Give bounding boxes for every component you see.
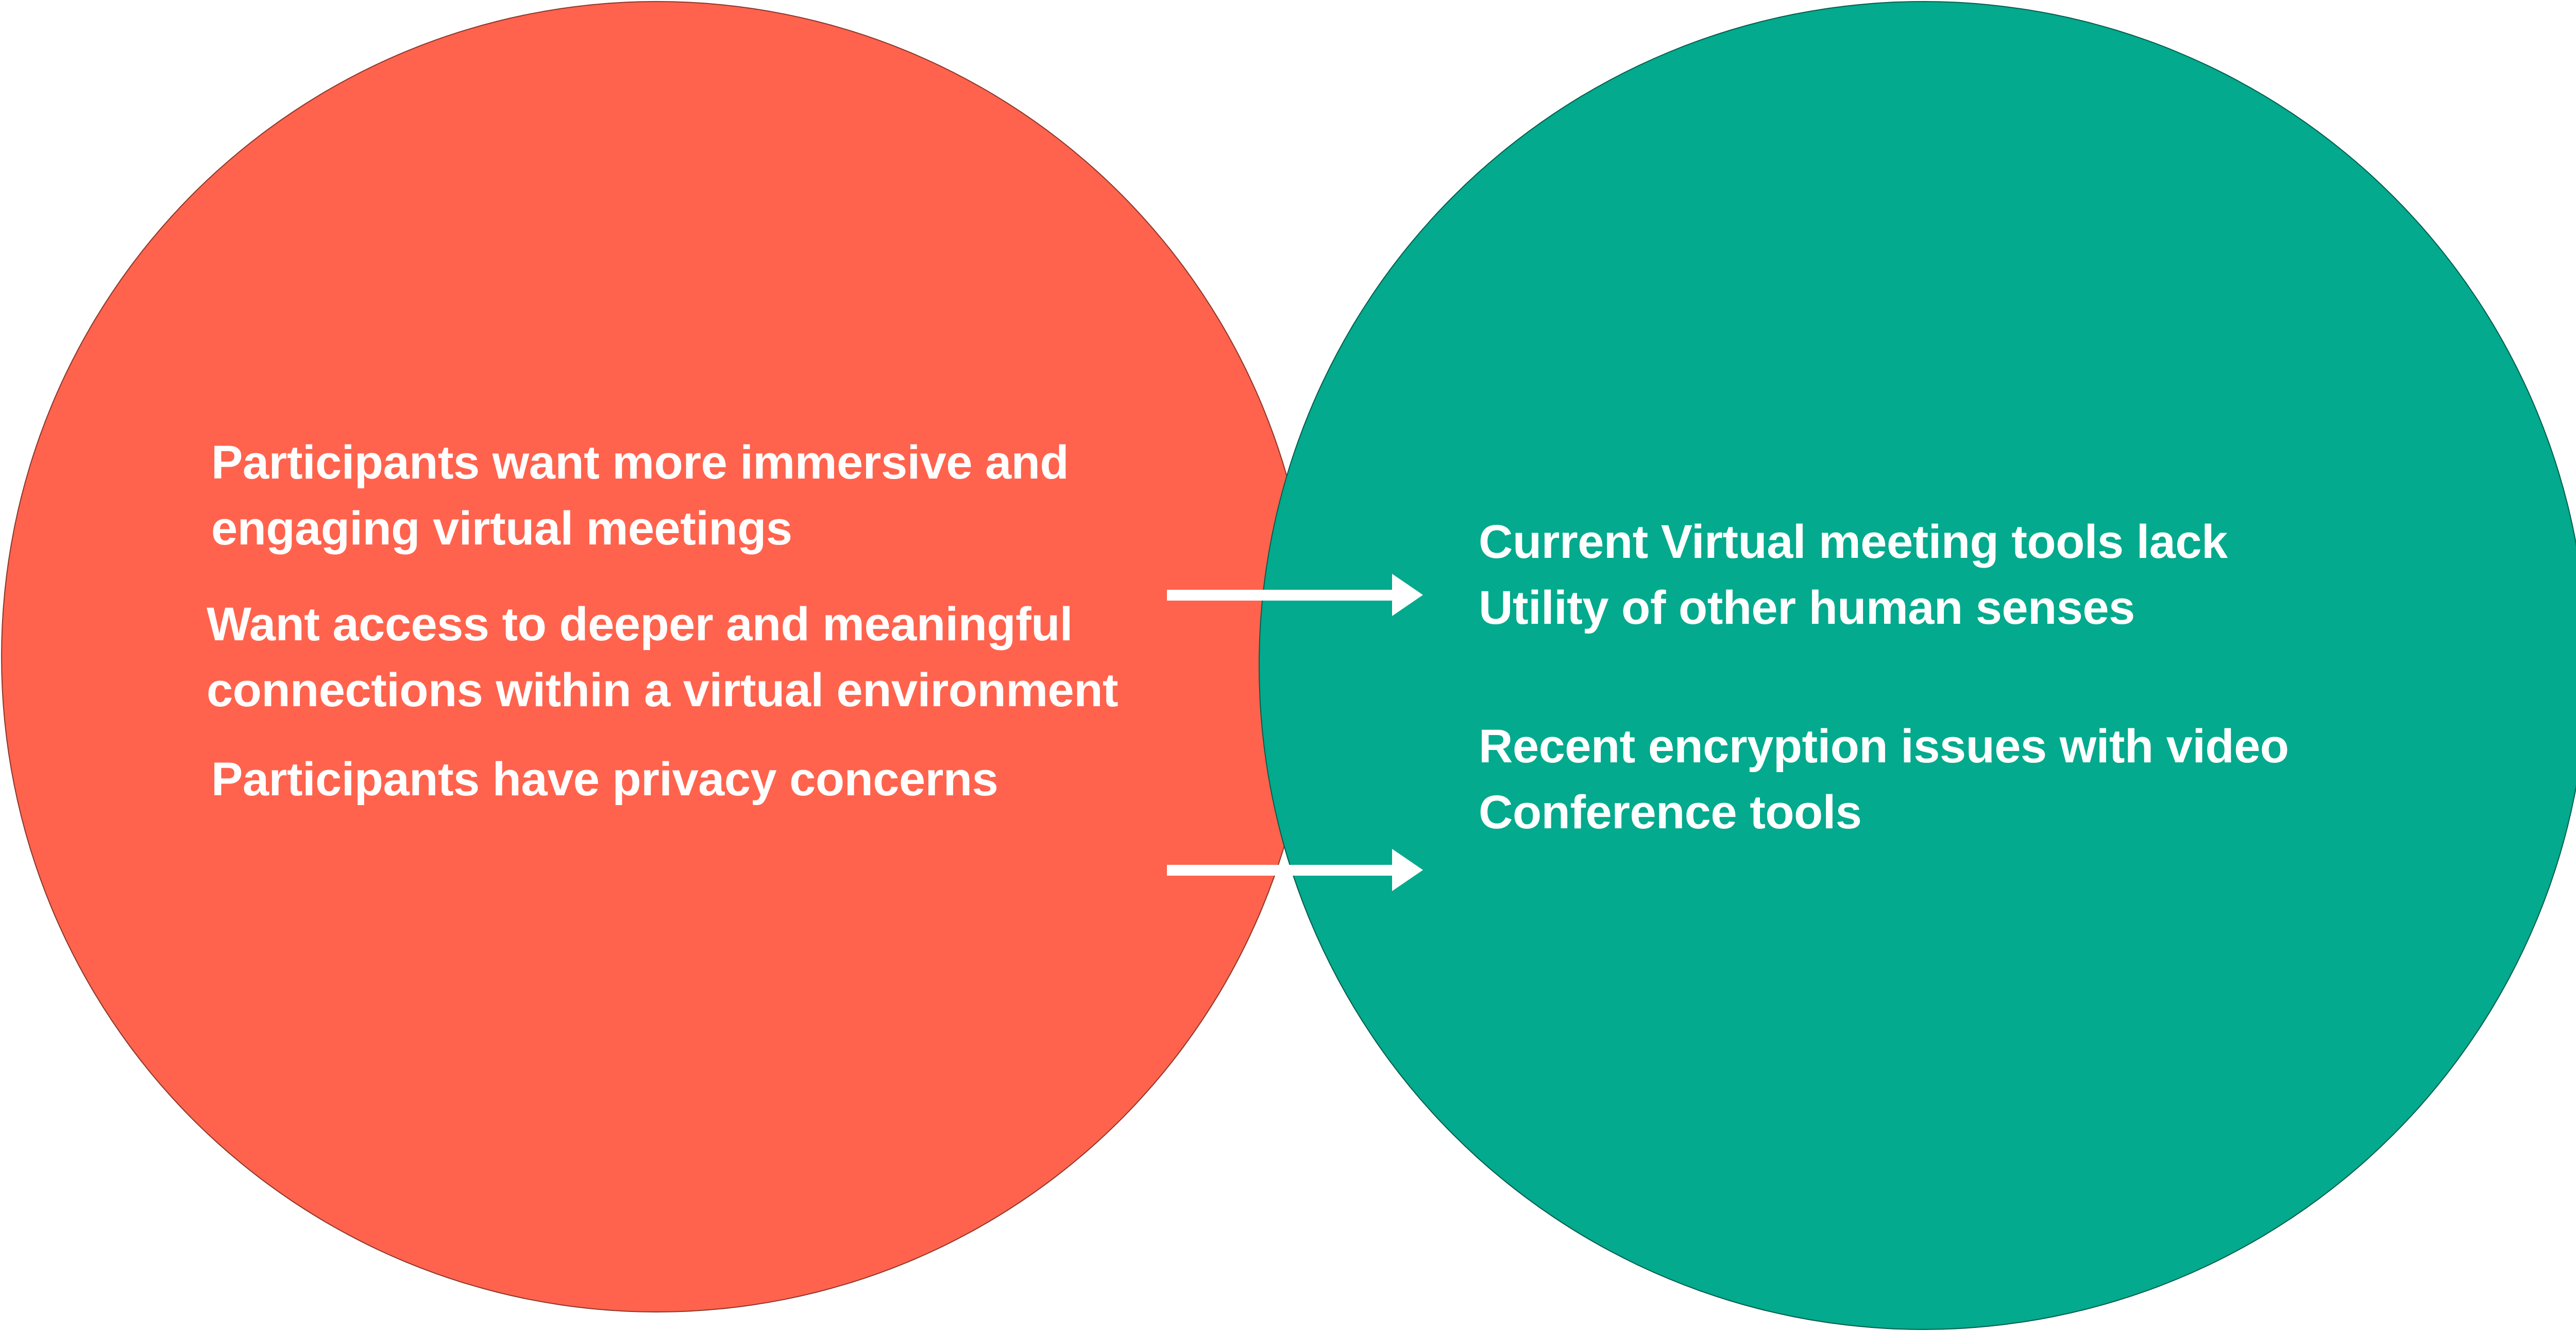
- arrow-right-icon: [1167, 849, 1423, 891]
- problem-senses-line-2: Utility of other human senses: [1479, 582, 2135, 634]
- need-privacy-line-1: Participants have privacy concerns: [211, 753, 998, 806]
- problems-circle: [1259, 1, 2576, 1330]
- need-immersive-line-1: Participants want more immersive and: [211, 436, 1069, 489]
- need-connections: Want access to deeper and meaningful con…: [207, 591, 1118, 723]
- need-connections-line-2: connections within a virtual environment: [207, 664, 1118, 716]
- problem-senses: Current Virtual meeting tools lack Utili…: [1479, 509, 2228, 641]
- need-immersive: Participants want more immersive and eng…: [211, 430, 1069, 561]
- arrow-right-icon: [1167, 574, 1423, 616]
- problem-encryption-line-2: Conference tools: [1479, 786, 1862, 839]
- user-needs-circle: [1, 1, 1313, 1312]
- need-immersive-line-2: engaging virtual meetings: [211, 502, 792, 555]
- problem-encryption: Recent encryption issues with video Conf…: [1479, 713, 2289, 845]
- need-privacy: Participants have privacy concerns: [211, 746, 998, 812]
- problem-encryption-line-1: Recent encryption issues with video: [1479, 720, 2289, 773]
- need-connections-line-1: Want access to deeper and meaningful: [207, 598, 1073, 651]
- problem-senses-line-1: Current Virtual meeting tools lack: [1479, 516, 2228, 568]
